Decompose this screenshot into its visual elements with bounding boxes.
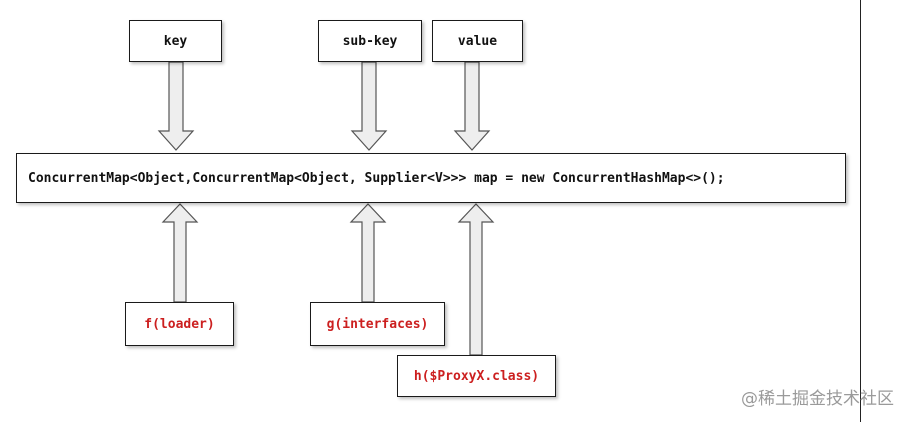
arrow-subkey-down (350, 61, 388, 151)
g-interfaces-label: g(interfaces) (326, 316, 429, 332)
arrows-layer (157, 61, 495, 356)
key-label: key (163, 33, 188, 49)
value-box: value (432, 20, 523, 62)
arrow-value-down (453, 61, 491, 151)
sub-key-label: sub-key (342, 33, 398, 49)
arrow-g-up (349, 203, 387, 303)
arrow-h-up (457, 203, 495, 356)
g-interfaces-box: g(interfaces) (310, 302, 445, 346)
value-label: value (457, 33, 498, 49)
h-proxy-class-box: h($ProxyX.class) (397, 355, 556, 397)
watermark: @稀土掘金技术社区 (741, 389, 894, 409)
arrow-key-down (157, 61, 195, 151)
declaration-code: ConcurrentMap<Object,ConcurrentMap<Objec… (28, 170, 725, 186)
key-box: key (129, 20, 222, 62)
declaration-box: ConcurrentMap<Object,ConcurrentMap<Objec… (16, 153, 846, 203)
page-edge-divider (860, 0, 861, 422)
h-proxy-class-label: h($ProxyX.class) (413, 368, 540, 384)
sub-key-box: sub-key (318, 20, 422, 62)
f-loader-box: f(loader) (125, 302, 234, 346)
diagram-canvas: key sub-key value ConcurrentMap<Object,C… (16, 20, 846, 397)
arrow-f-up (161, 203, 199, 303)
f-loader-label: f(loader) (144, 316, 215, 332)
